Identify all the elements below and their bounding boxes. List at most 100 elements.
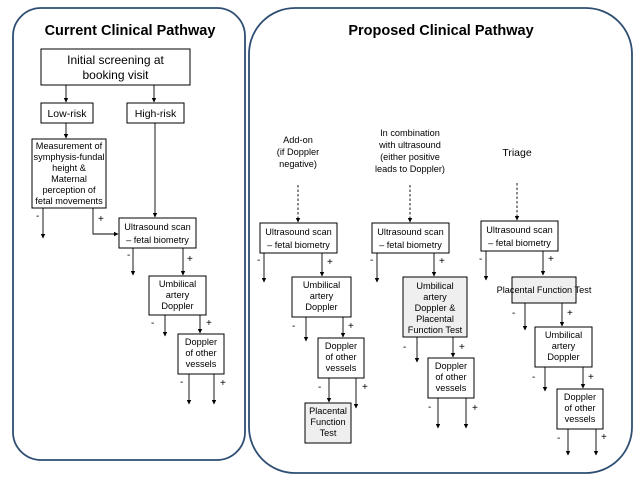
combination-label-2: with ultrasound (378, 140, 441, 150)
addon-ua-negative-sign: - (292, 321, 295, 332)
combination-ultrasound-box (371, 222, 450, 254)
sfh-label-6: fetal movements (35, 196, 103, 206)
triage-dov-positive-sign: + (601, 432, 607, 443)
addon-ua-label-3: Doppler (305, 302, 337, 312)
initial-screening-label-1: Initial screening at (67, 53, 164, 67)
sfh-label-1: Measurement of (36, 141, 103, 151)
addon-ua-doppler-box (291, 276, 352, 318)
current-ua-positive-sign: + (206, 318, 212, 329)
low-risk-box (40, 102, 94, 124)
sfh-label-5: perception of (42, 185, 96, 195)
triage-other-vessels-box (556, 388, 604, 430)
triage-placental-function-test-box (511, 276, 577, 304)
addon-dov-positive-sign: + (362, 382, 368, 393)
combination-dov-negative-sign: - (428, 402, 431, 413)
triage-pft-negative-sign: - (512, 308, 515, 319)
addon-ua-positive-sign: + (348, 321, 354, 332)
combination-us-negative-sign: - (370, 255, 373, 266)
sfh-label-4: Maternal (51, 174, 87, 184)
initial-screening-label-2: booking visit (82, 68, 149, 82)
combination-ua-label-5: Function Test (408, 325, 463, 335)
triage-ua-label-1: Umbilical (545, 330, 582, 340)
addon-pathway: Add-on (if Doppler negative) Ultrasound … (257, 135, 368, 444)
combination-ua-label-4: Placental (416, 314, 454, 324)
combination-us-label-1: Ultrasound scan (377, 227, 443, 237)
sfh-measurement-box (31, 138, 107, 209)
triage-ua-positive-sign: + (588, 372, 594, 383)
triage-us-label-1: Ultrasound scan (486, 225, 552, 235)
current-ua-label-1: Umbilical (159, 279, 196, 289)
proposed-pathway-title: Proposed Clinical Pathway (348, 23, 533, 39)
current-dov-negative-sign: - (180, 377, 183, 388)
addon-label-3: negative) (279, 159, 317, 169)
triage-dov-label-2: of other (564, 403, 595, 413)
combination-label-4: leads to Doppler) (375, 164, 445, 174)
current-ultrasound-box (118, 217, 197, 249)
sfh-negative-sign: - (36, 211, 39, 222)
current-pathway: Initial screening at booking visit Low-r… (31, 48, 226, 405)
addon-pft-label-3: Test (320, 428, 337, 438)
combination-label-1: In combination (380, 128, 440, 138)
current-ua-negative-sign: - (151, 318, 154, 329)
current-dov-label-2: of other (185, 348, 216, 358)
current-us-negative-sign: - (127, 250, 130, 261)
addon-pft-label-1: Placental (309, 406, 347, 416)
triage-us-positive-sign: + (548, 254, 554, 265)
triage-ua-label-3: Doppler (547, 352, 579, 362)
current-other-vessels-box (177, 333, 225, 375)
addon-dov-label-3: vessels (326, 363, 357, 373)
triage-dov-label-1: Doppler (564, 392, 596, 402)
current-pathway-title: Current Clinical Pathway (45, 23, 216, 39)
current-ua-label-2: artery (166, 290, 190, 300)
triage-pathway: Triage Ultrasound scan – fetal biometry … (479, 147, 607, 456)
proposed-pathway-panel (248, 7, 633, 474)
addon-us-label-2: – fetal biometry (267, 240, 330, 250)
combination-ua-label-1: Umbilical (416, 281, 453, 291)
combination-dov-label-3: vessels (436, 383, 467, 393)
combination-us-positive-sign: + (439, 256, 445, 267)
combination-dov-label-2: of other (435, 372, 466, 382)
triage-pft-positive-sign: + (567, 308, 573, 319)
addon-ua-label-2: artery (310, 291, 334, 301)
triage-ua-negative-sign: - (532, 372, 535, 383)
triage-us-negative-sign: - (479, 254, 482, 265)
triage-ultrasound-box (480, 220, 559, 252)
addon-dov-negative-sign: - (318, 382, 321, 393)
combination-ua-positive-sign: + (459, 342, 465, 353)
triage-pft-label: Placental Function Test (497, 285, 592, 295)
combination-label-3: (either positive (380, 152, 440, 162)
addon-dov-label-2: of other (325, 352, 356, 362)
combination-ua-label-2: artery (423, 292, 447, 302)
current-dov-positive-sign: + (220, 378, 226, 389)
addon-label-1: Add-on (283, 135, 313, 145)
low-risk-label: Low-risk (47, 108, 87, 120)
current-ua-doppler-box (148, 275, 207, 316)
triage-dov-negative-sign: - (557, 433, 560, 444)
initial-screening-box (40, 48, 191, 86)
current-ultrasound-label-2: – fetal biometry (126, 235, 189, 245)
combination-ua-label-3: Doppler & (415, 303, 456, 313)
addon-placental-function-test-box (304, 402, 352, 444)
current-ua-label-3: Doppler (161, 301, 193, 311)
high-risk-label: High-risk (135, 108, 177, 120)
triage-ua-label-2: artery (552, 341, 576, 351)
triage-ua-doppler-box (534, 326, 593, 368)
addon-label-2: (if Doppler (277, 147, 319, 157)
sfh-label-3: height & (52, 163, 86, 173)
combination-pathway: In combination with ultrasound (either p… (370, 128, 478, 429)
current-pathway-panel (12, 7, 246, 461)
combination-dov-positive-sign: + (472, 403, 478, 414)
combination-ua-pft-box (402, 276, 468, 338)
current-ultrasound-label-1: Ultrasound scan (124, 222, 190, 232)
triage-label: Triage (502, 147, 532, 159)
combination-dov-label-1: Doppler (435, 361, 467, 371)
triage-us-label-2: – fetal biometry (488, 238, 551, 248)
addon-us-positive-sign: + (327, 257, 333, 268)
current-dov-label-1: Doppler (185, 337, 217, 347)
triage-dov-label-3: vessels (565, 414, 596, 424)
current-us-positive-sign: + (187, 254, 193, 265)
current-dov-label-3: vessels (186, 359, 217, 369)
sfh-positive-sign: + (98, 214, 104, 225)
high-risk-box (126, 102, 185, 124)
